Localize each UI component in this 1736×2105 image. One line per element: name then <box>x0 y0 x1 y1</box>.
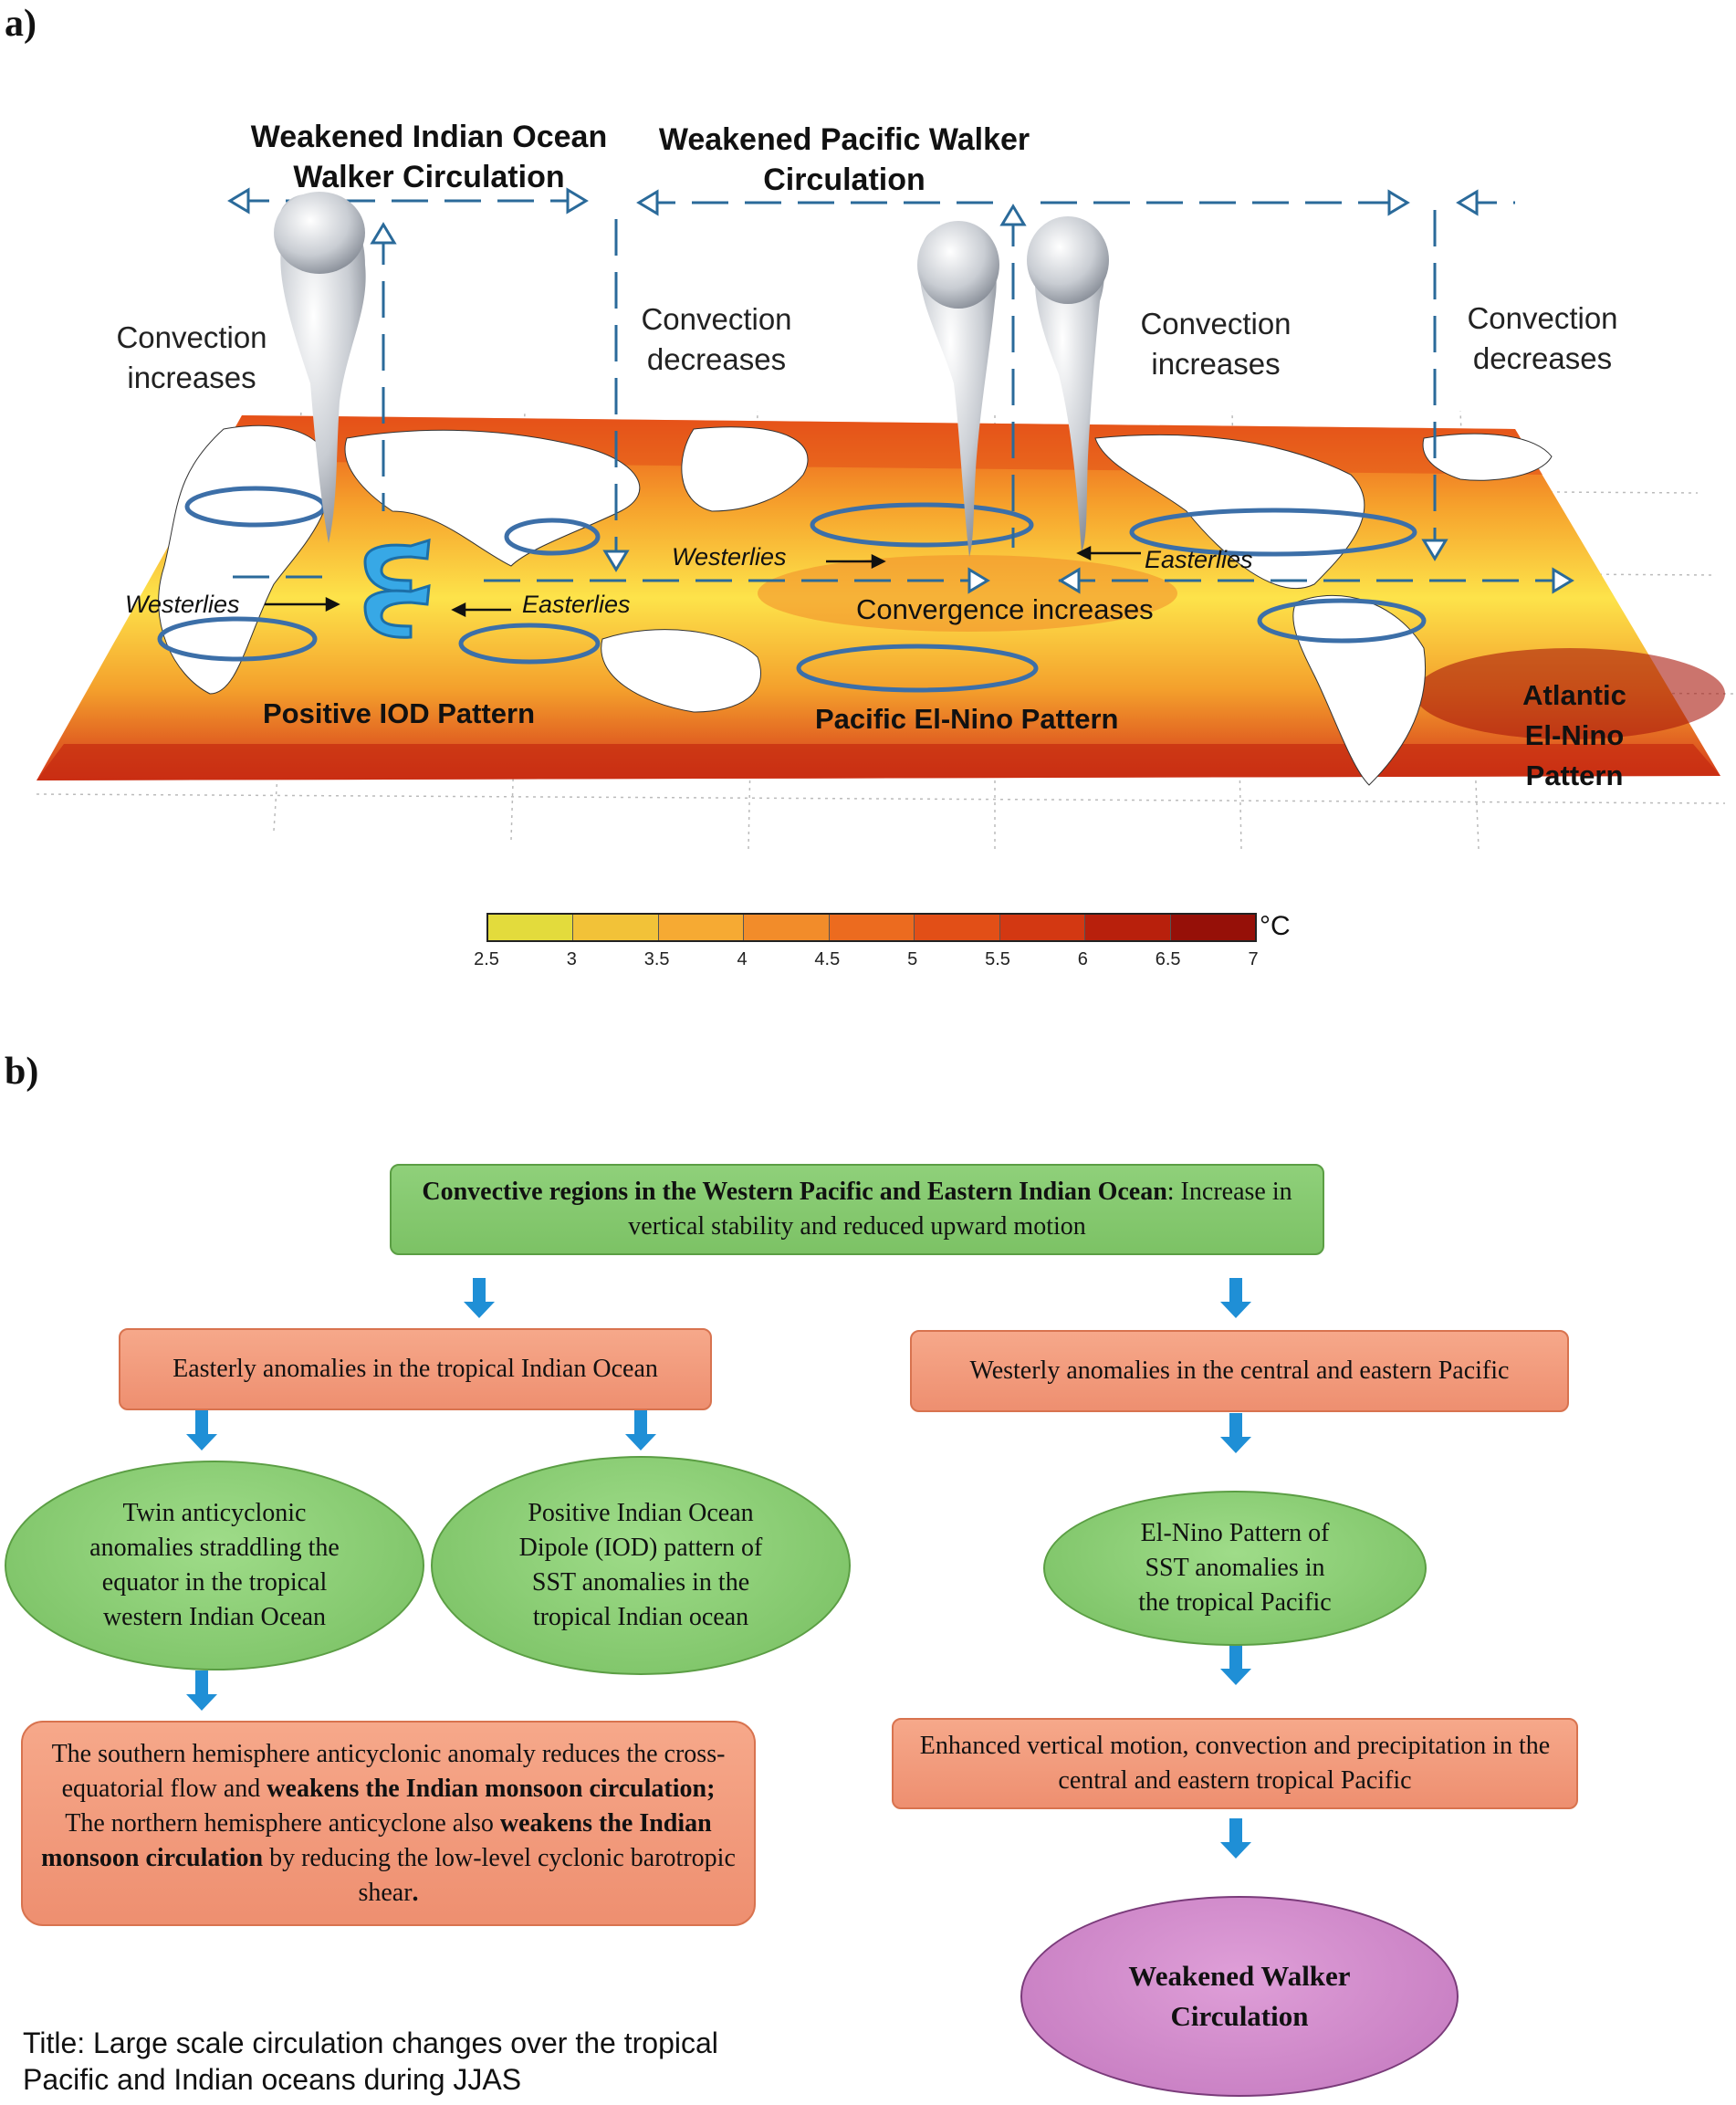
convection-io-west: Convection increases <box>116 320 267 394</box>
colorbar-tick-label: 2.5 <box>474 949 499 969</box>
pacific-pattern-label: Pacific El-Nino Pattern <box>815 703 1119 735</box>
indian-walker-title: Weakened Indian Ocean Walker Circulation <box>250 120 608 194</box>
twin-anticyclonic-text: Twin anticyclonic anomalies straddling t… <box>89 1499 340 1631</box>
colorbar-swatch <box>999 915 1085 940</box>
weakened-walker-text: Weakened Walker Circulation <box>1128 1960 1351 2032</box>
monsoon-bold-3: . <box>412 1878 419 1907</box>
top-box-bold: Convective regions in the Western Pacifi… <box>422 1178 1167 1206</box>
convection-pacific-east: Convection decreases <box>1467 301 1618 375</box>
colorbar-unit: °C <box>1260 911 1291 941</box>
monsoon-text-2: The northern hemisphere anticyclone also <box>65 1808 500 1838</box>
enhanced-convection-box: Enhanced vertical motion, convection and… <box>892 1718 1578 1809</box>
easterly-anomalies-box: Easterly anomalies in the tropical India… <box>119 1328 712 1410</box>
colorbar-tick-label: 5 <box>907 949 918 969</box>
colorbar-swatch <box>743 915 829 940</box>
monsoon-text-1: The southern hemisphere anticyclonic ano… <box>51 1739 726 1803</box>
colorbar-swatch <box>572 915 658 940</box>
sst-map-illustration <box>36 187 1735 850</box>
colorbar-swatch <box>1169 915 1255 940</box>
convection-io-east: Convection decreases <box>641 302 792 376</box>
flowchart-arrows <box>186 1278 1251 1859</box>
positive-iod-ellipse: Positive Indian Ocean Dipole (IOD) patte… <box>431 1456 851 1675</box>
colorbar-tick-label: 6.5 <box>1155 949 1181 969</box>
colorbar-tick-label: 3.5 <box>643 949 670 969</box>
anticyclone-ellipses <box>157 486 1427 693</box>
convection-clouds <box>274 192 1109 557</box>
panel-b-label: b) <box>5 1051 39 1093</box>
colorbar-tick-label: 4.5 <box>814 949 841 969</box>
iod-wind-arrows <box>363 538 431 639</box>
colorbar-ticks: 2.5 3 3.5 4 4.5 5 5.5 6 6.5 7 <box>459 949 1281 977</box>
colorbar-tick-label: 6 <box>1077 949 1088 969</box>
colorbar-swatch <box>828 915 915 940</box>
wind-pointer-arrows <box>265 545 1141 618</box>
colorbar-tick-label: 3 <box>566 949 577 969</box>
colorbar-tick-label: 7 <box>1248 949 1259 969</box>
positive-iod-text: Positive Indian Ocean Dipole (IOD) patte… <box>518 1499 763 1631</box>
easterlies-io-label: Easterlies <box>522 591 631 618</box>
convergence-label: Convergence increases <box>856 593 1154 625</box>
el-nino-text: El-Nino Pattern of SST anomalies in the … <box>1138 1519 1332 1617</box>
enhanced-convection-text: Enhanced vertical motion, convection and… <box>919 1732 1551 1795</box>
easterlies-pacific-label: Easterlies <box>1145 546 1253 573</box>
el-nino-ellipse: El-Nino Pattern of SST anomalies in the … <box>1043 1491 1427 1646</box>
pacific-walker-title: Weakened Pacific Walker Circulation <box>658 122 1030 197</box>
colorbar-swatch <box>1084 915 1170 940</box>
twin-anticyclonic-ellipse: Twin anticyclonic anomalies straddling t… <box>5 1461 424 1670</box>
colorbar-swatch <box>657 915 744 940</box>
monsoon-text-3: by reducing the low-level cyclonic barot… <box>263 1843 736 1907</box>
figure-caption: Title: Large scale circulation changes o… <box>23 2026 718 2096</box>
colorbar-swatch <box>488 915 573 940</box>
weakened-walker-ellipse: Weakened Walker Circulation <box>1020 1896 1459 2097</box>
top-convective-box: Convective regions in the Western Pacifi… <box>390 1164 1324 1255</box>
monsoon-effect-box: The southern hemisphere anticyclonic ano… <box>21 1721 756 1926</box>
westerlies-pacific-label: Westerlies <box>672 543 787 571</box>
westerly-anomalies-box: Westerly anomalies in the central and ea… <box>910 1330 1569 1412</box>
sst-colorbar <box>486 913 1257 942</box>
colorbar-swatch <box>914 915 999 940</box>
monsoon-bold-2: weakens the Indian monsoon circulation <box>41 1808 712 1872</box>
westerlies-io-label: Westerlies <box>125 591 240 618</box>
iod-pattern-label: Positive IOD Pattern <box>263 697 536 729</box>
monsoon-bold-1: weakens the Indian monsoon circulation; <box>267 1774 716 1803</box>
panel-a-label: a) <box>5 3 37 45</box>
colorbar-tick-label: 5.5 <box>985 949 1010 969</box>
walker-arrowheads <box>227 187 1574 594</box>
colorbar-tick-label: 4 <box>737 949 748 969</box>
atlantic-pattern-label: Atlantic El-Nino Pattern <box>1522 679 1626 791</box>
convection-pacific-central: Convection increases <box>1140 307 1292 381</box>
top-box-text: : Increase in vertical stability and red… <box>628 1178 1292 1241</box>
